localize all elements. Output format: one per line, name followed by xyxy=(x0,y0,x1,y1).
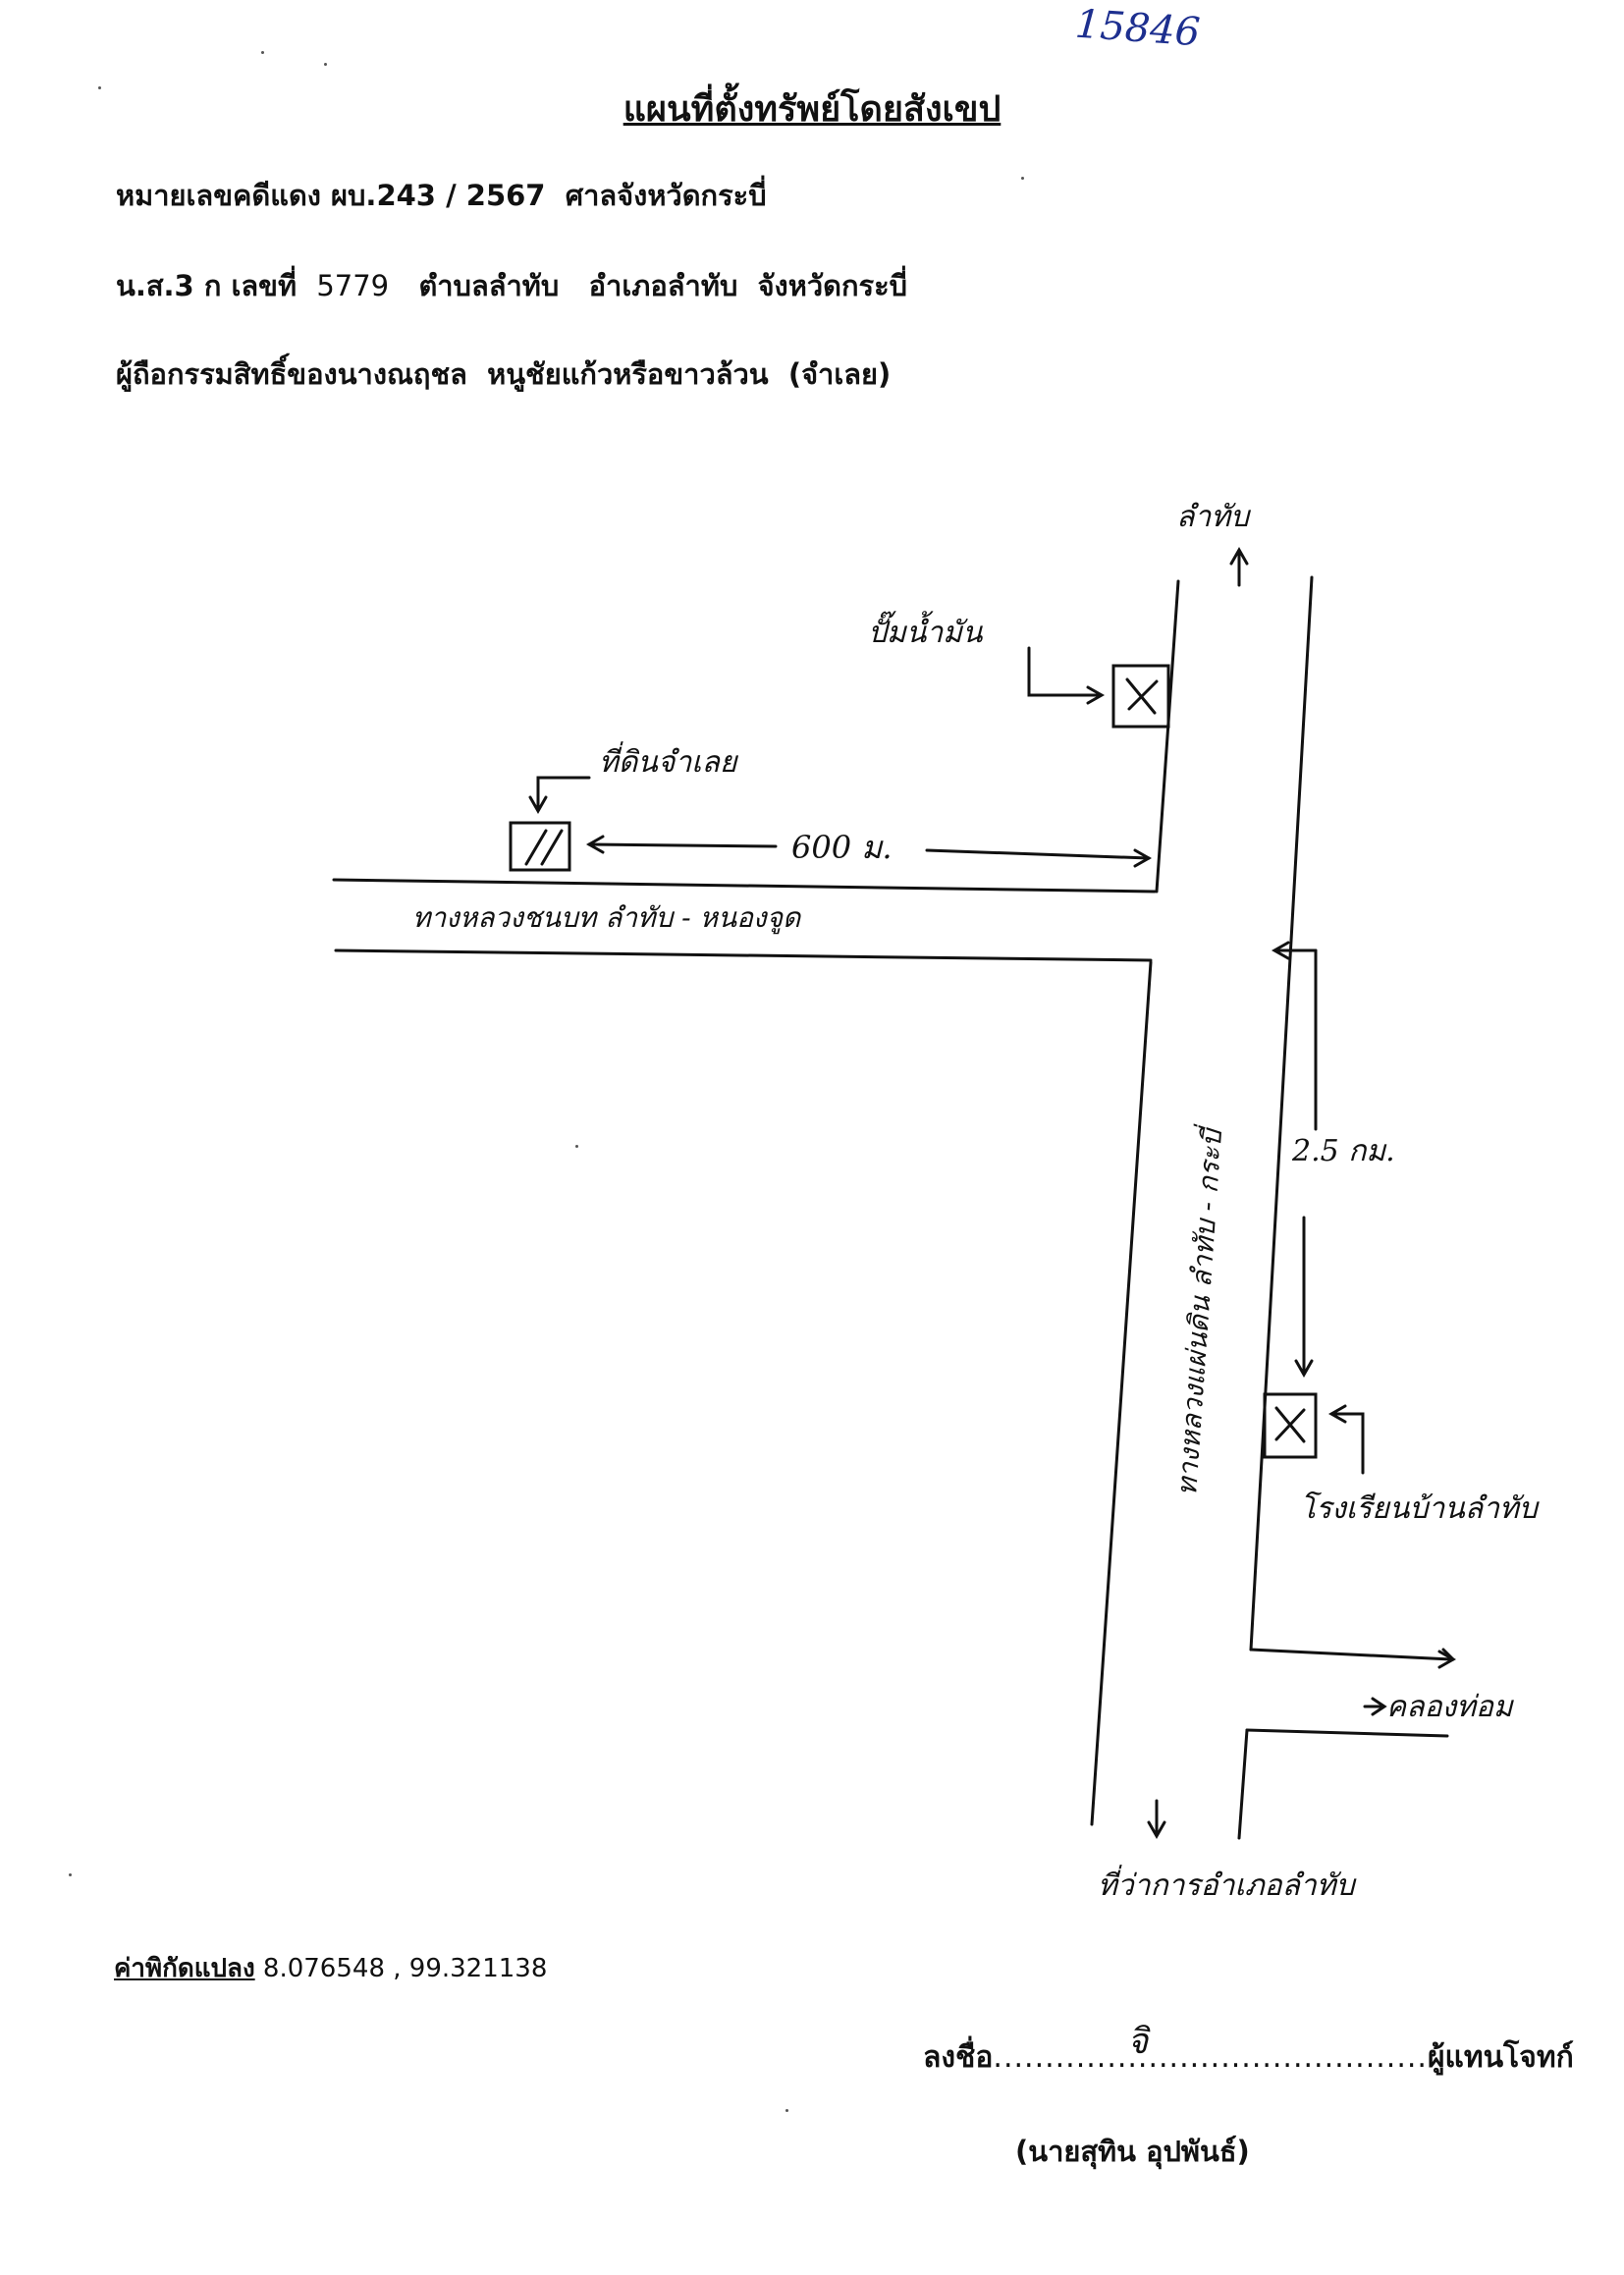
scan-speck xyxy=(1021,177,1024,180)
deed-number: 5779 xyxy=(316,269,390,302)
case-number: 243 / 2567 xyxy=(376,179,546,212)
handwritten-signature: จิ xyxy=(1127,2022,1149,2062)
sign-dots: ........................................… xyxy=(993,2040,1428,2075)
distance-property-arrow xyxy=(585,835,1153,868)
property-label: ที่ดินจำเลย xyxy=(599,741,739,780)
sign-role: ผู้แทนโจทก์ xyxy=(1427,2040,1574,2075)
case-label: หมายเลขคดีแดง ผบ. xyxy=(116,179,377,212)
property-arrowhead xyxy=(528,795,548,815)
court-name: ศาลจังหวัดกระบี่ xyxy=(565,179,767,212)
scan-speck xyxy=(69,1873,72,1876)
gas-station-pointer xyxy=(1027,646,1102,697)
north-label: ลำทับ xyxy=(1176,500,1252,534)
distance-property-label: 600 ม. xyxy=(791,829,893,866)
province: จังหวัดกระบี่ xyxy=(757,269,908,302)
deed-label: น.ส.3 ก เลขที่ xyxy=(116,269,298,302)
canal-arrow xyxy=(1363,1648,1457,1716)
scan-speck xyxy=(261,51,264,54)
district-office-arrow xyxy=(1147,1799,1166,1840)
school-pointer xyxy=(1331,1412,1365,1475)
school-label: โรงเรียนบ้านลำทับ xyxy=(1300,1490,1541,1526)
case-number-line: หมายเลขคดีแดง ผบ.243 / 2567 ศาลจังหวัดกร… xyxy=(116,173,767,218)
gas-station-arrowhead xyxy=(1086,685,1106,705)
coordinates-label: ค่าพิกัดแปลง xyxy=(114,1954,255,1983)
page-title: แผนที่ตั้งทรัพย์โดยสังเขป xyxy=(623,89,1001,130)
sign-prefix: ลงชื่อ xyxy=(923,2040,994,2075)
scan-speck xyxy=(785,2109,788,2112)
school-marker xyxy=(1263,1392,1318,1459)
north-arrow xyxy=(1229,546,1249,587)
road-horizontal-edges xyxy=(332,878,1157,962)
property-marker xyxy=(509,821,571,872)
signature-line: ลงชื่อ..................................… xyxy=(923,2034,1574,2081)
road-vertical-edges xyxy=(1090,575,1453,1840)
school-arrowhead xyxy=(1327,1404,1347,1424)
subdistrict: ตำบลลำทับ xyxy=(418,269,560,302)
road-horizontal-label: ทางหลวงชนบท ลำทับ - หนองจูด xyxy=(412,901,802,935)
owner-line: ผู้ถือกรรมสิทธิ์ของนางณฤชล หนูชัยแก้วหรื… xyxy=(116,357,892,391)
canal-label: คลองท่อม xyxy=(1386,1690,1515,1724)
scan-speck xyxy=(98,86,101,89)
distance-school-label: 2.5 กม. xyxy=(1291,1134,1395,1168)
title-deed-line: น.ส.3 ก เลขที่ 5779 ตำบลลำทับ อำเภอลำทับ… xyxy=(116,263,907,308)
district-office-label: ที่ว่าการอำเภอลำทับ xyxy=(1098,1865,1358,1903)
signer-name: (นายสุทิน อุปพันธ์) xyxy=(1015,2135,1250,2168)
scan-speck xyxy=(575,1145,578,1148)
scan-speck xyxy=(324,63,327,66)
property-pointer xyxy=(536,776,591,809)
district: อำเภอลำทับ xyxy=(588,269,738,302)
coordinates: ค่าพิกัดแปลง 8.076548 , 99.321138 xyxy=(114,1948,547,1988)
coordinates-value: 8.076548 , 99.321138 xyxy=(254,1954,548,1983)
distance-school-arrow xyxy=(1271,941,1318,1379)
road-vertical-label: ทางหลวงแผ่นดิน ลำทับ - กระบี่ xyxy=(1167,1123,1228,1496)
gas-station-label: ปั๊มน้ำมัน xyxy=(868,611,984,650)
gas-station-marker xyxy=(1111,664,1170,729)
